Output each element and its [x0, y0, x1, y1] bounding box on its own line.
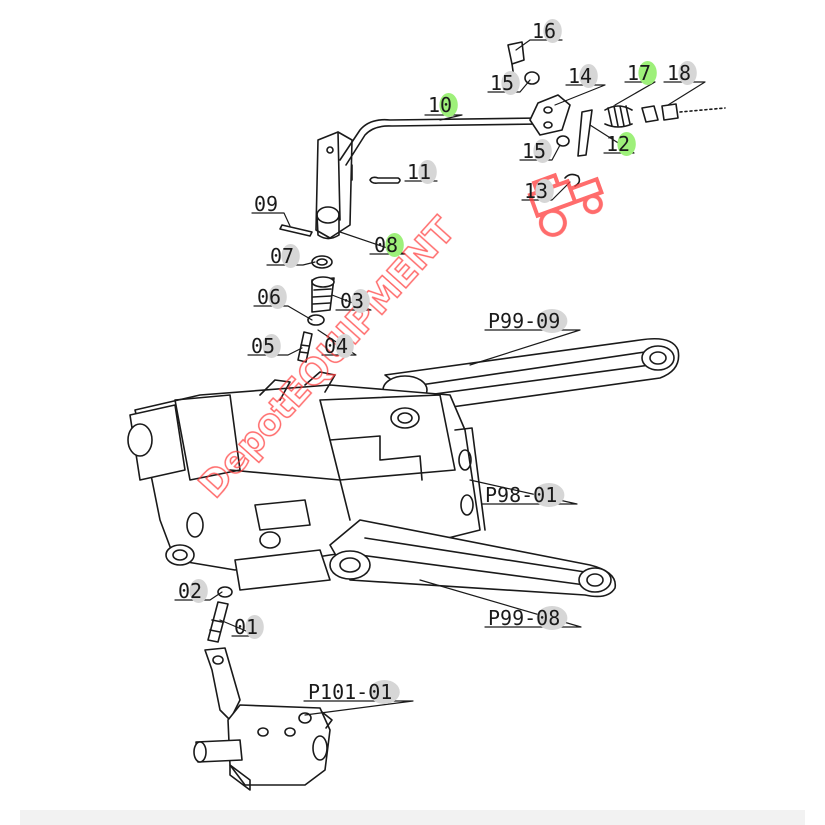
part-label-03: 03	[340, 289, 364, 313]
part-label-07: 07	[270, 244, 294, 268]
label-highlight	[245, 615, 264, 639]
label-highlight	[579, 64, 598, 88]
part-label-04: 04	[324, 334, 348, 358]
label-highlight	[543, 19, 562, 43]
part-label-06: 06	[257, 285, 281, 309]
part-label-17: 17	[627, 61, 651, 85]
part-label-01: 01	[234, 615, 258, 639]
bottom-strip	[20, 810, 805, 825]
spring-assembly	[577, 103, 726, 157]
lift-arm-lower	[329, 519, 617, 598]
label-highlight	[369, 680, 400, 704]
part-label-P99-09: P99-09	[488, 309, 560, 333]
valve-housing	[127, 371, 486, 591]
pin-09	[279, 224, 313, 237]
part-label-P98-01: P98-01	[485, 483, 557, 507]
lever-bracket	[315, 131, 353, 240]
part-label-08: 08	[374, 233, 398, 257]
label-highlight	[268, 285, 287, 309]
label-highlight	[281, 244, 300, 268]
label-highlight	[439, 93, 458, 117]
part-label-P99-08: P99-08	[488, 606, 560, 630]
label-highlight	[501, 71, 520, 95]
pin-11	[369, 176, 401, 184]
label-highlight	[335, 334, 354, 358]
label-highlight	[533, 483, 565, 507]
part-label-16: 16	[532, 19, 556, 43]
part-label-15b: 15	[522, 139, 546, 163]
part-label-14: 14	[568, 64, 592, 88]
valve-stack	[297, 255, 335, 363]
part-label-P101-01: P101-01	[308, 680, 392, 704]
label-highlight	[418, 160, 437, 184]
control-rod	[339, 117, 541, 181]
part-label-02: 02	[178, 579, 202, 603]
label-highlight	[617, 132, 636, 156]
label-highlight	[533, 139, 552, 163]
adjuster-block	[507, 41, 571, 147]
part-label-09: 09	[254, 192, 278, 216]
label-highlight	[638, 61, 657, 85]
label-highlight	[536, 606, 568, 630]
label-highlight	[189, 579, 208, 603]
part-label-10: 10	[428, 93, 452, 117]
tractor-icon	[527, 172, 604, 237]
part-labels: 16 15 14 17 18 10 15 12 11 13 09 08 07 06 03 05 04 P99-09…	[178, 19, 697, 704]
part-label-15a: 15	[490, 71, 514, 95]
label-highlight	[536, 309, 568, 333]
part-label-13: 13	[524, 179, 548, 203]
lift-arm-upper	[382, 337, 680, 411]
part-label-11: 11	[407, 160, 431, 184]
lower-linkage	[193, 586, 333, 791]
part-label-12: 12	[606, 132, 630, 156]
label-highlight	[351, 289, 370, 313]
leader-lines	[174, 39, 706, 716]
label-highlight	[535, 179, 554, 203]
label-highlight	[385, 233, 404, 257]
clip-13	[564, 173, 581, 187]
part-label-05: 05	[251, 334, 275, 358]
label-highlight	[678, 61, 697, 85]
label-highlight	[262, 334, 281, 358]
part-label-18: 18	[667, 61, 691, 85]
